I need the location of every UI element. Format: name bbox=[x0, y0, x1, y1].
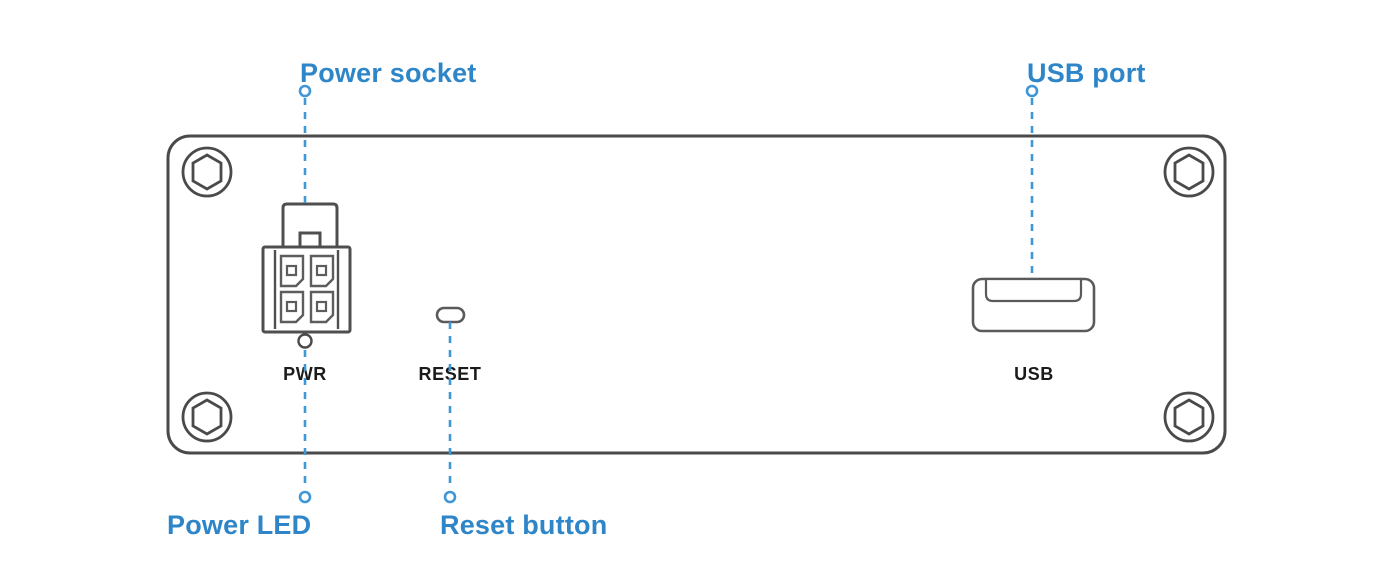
usb-port-receptacle[interactable] bbox=[971, 277, 1096, 333]
reset-button[interactable] bbox=[435, 306, 466, 324]
callout-label-usb-port: USB port bbox=[1027, 58, 1146, 88]
callout-label-reset-button: Reset button bbox=[440, 510, 607, 540]
screw-top-right bbox=[1163, 146, 1215, 198]
rear-panel-outline bbox=[166, 134, 1227, 455]
silk-label-reset: RESET bbox=[418, 364, 481, 384]
callout-usb-port: USB port bbox=[1025, 58, 1146, 279]
power-socket-connector[interactable] bbox=[261, 202, 352, 334]
callout-dot-usb-port bbox=[1025, 84, 1039, 98]
callout-label-power-led: Power LED bbox=[167, 510, 311, 540]
callout-dot-reset-button bbox=[443, 490, 457, 504]
power-led-indicator bbox=[297, 333, 313, 349]
callout-power-socket: Power socket bbox=[298, 58, 476, 205]
screw-top-left bbox=[181, 146, 233, 198]
callout-dot-power-socket bbox=[298, 84, 312, 98]
screw-bottom-left bbox=[181, 391, 233, 443]
callout-dot-power-led bbox=[298, 490, 312, 504]
screw-bottom-right bbox=[1163, 391, 1215, 443]
callout-reset-button: Reset button bbox=[440, 322, 607, 540]
silk-label-usb: USB bbox=[1014, 364, 1054, 384]
silk-label-pwr: PWR bbox=[283, 364, 327, 384]
callout-label-power-socket: Power socket bbox=[300, 58, 476, 88]
callout-power-led: Power LED bbox=[167, 350, 312, 540]
